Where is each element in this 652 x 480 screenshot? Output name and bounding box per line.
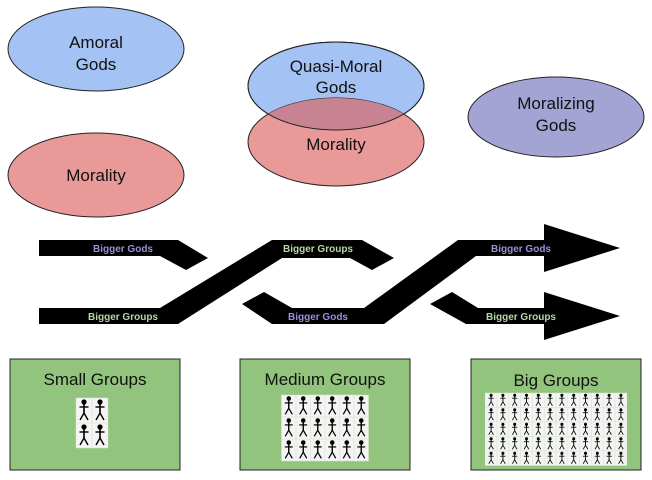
- band-gods-1: [39, 240, 208, 270]
- person-icon: [567, 436, 580, 452]
- person-icon: [484, 450, 498, 466]
- person-icon: [353, 438, 369, 462]
- person-icon: [532, 450, 545, 466]
- quasi-moral-gods-outline: [247, 41, 425, 131]
- group-title-small: Small Groups: [44, 370, 147, 389]
- band-label-gods-3: Bigger Gods: [491, 244, 551, 255]
- morality-label-1: Morality: [66, 166, 126, 185]
- moralizing-gods-ellipse: [467, 76, 645, 158]
- person-icon: [520, 407, 533, 423]
- group-box-big: Big Groups: [470, 358, 642, 471]
- morality-ellipse-1: [7, 132, 185, 218]
- person-icon: [520, 450, 533, 466]
- person-icon: [91, 422, 109, 449]
- group-box-medium: Medium Groups: [239, 358, 411, 471]
- group-title-medium: Medium Groups: [265, 370, 386, 389]
- group-title-big: Big Groups: [513, 371, 598, 390]
- people-grid-big: [484, 392, 628, 466]
- band-groups-1: [39, 240, 394, 324]
- band-label-gods-2: Bigger Gods: [288, 312, 348, 323]
- person-icon: [591, 421, 604, 437]
- moralizing-gods-label-2: Gods: [536, 116, 577, 135]
- person-icon: [591, 450, 604, 466]
- morality-label-2: Morality: [306, 135, 366, 154]
- amoral-gods-label-1: Amoral: [69, 33, 123, 52]
- band-label-groups-3: Bigger Groups: [486, 312, 556, 323]
- band-groups-2: [430, 292, 620, 340]
- person-icon: [75, 422, 93, 449]
- quasi-moral-gods-label-1: Quasi-Moral: [290, 57, 383, 76]
- person-icon: [310, 438, 326, 462]
- person-icon: [508, 407, 521, 423]
- person-icon: [614, 450, 628, 466]
- person-icon: [484, 436, 498, 452]
- person-icon: [91, 397, 109, 424]
- person-icon: [614, 392, 628, 408]
- amoral-gods-label-2: Gods: [76, 55, 117, 74]
- quasi-moral-gods-label-2: Gods: [316, 78, 357, 97]
- band-label-gods-1: Bigger Gods: [93, 244, 153, 255]
- group-box-small: Small Groups: [9, 358, 181, 471]
- person-icon: [567, 450, 580, 466]
- band-label-groups-1: Bigger Groups: [88, 312, 158, 323]
- moralizing-gods-label-1: Moralizing: [517, 94, 594, 113]
- band-label-groups-2: Bigger Groups: [283, 244, 353, 255]
- amoral-gods-ellipse: [7, 6, 185, 92]
- person-icon: [353, 394, 369, 418]
- person-icon: [555, 436, 569, 452]
- people-grid-medium: [281, 394, 369, 462]
- overlap-region: [248, 98, 424, 130]
- band-gods-2: [242, 224, 620, 324]
- people-grid-small: [75, 397, 109, 449]
- person-icon: [602, 436, 616, 452]
